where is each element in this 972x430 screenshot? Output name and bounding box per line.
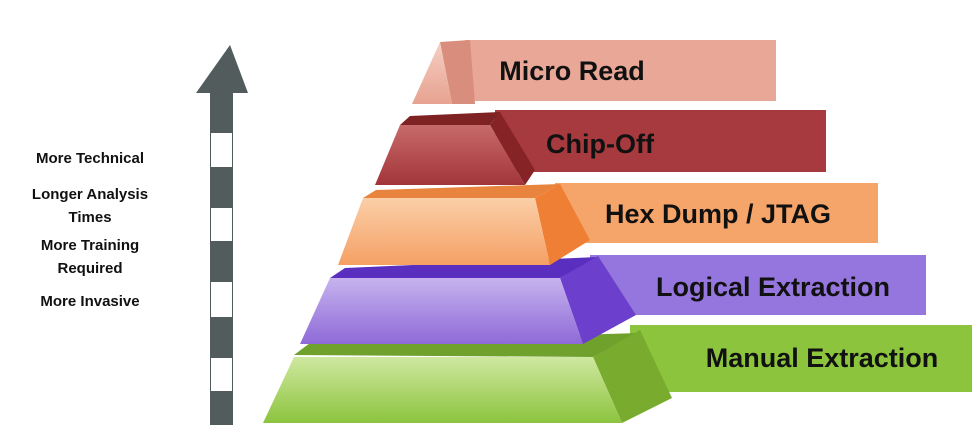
level-label: Hex Dump / JTAG [605,199,831,229]
level-manual-extraction: Manual Extraction [263,325,972,423]
level-chip-off: Chip-Off [375,110,826,185]
label-more-technical: More Technical [35,150,145,167]
label-longer-analysis-text: Longer Analysis Times [31,186,149,226]
level-label: Chip-Off [546,129,655,159]
label-more-training-text: More Training Required [40,237,140,277]
label-more-training: More Training Required [0,234,180,280]
upward-arrow-icon [196,45,248,425]
label-longer-analysis: Longer Analysis Times [0,183,180,229]
level-micro-read: Micro Read [412,40,776,104]
level-label: Micro Read [499,56,645,86]
level-hex-dump-jtag: Hex Dump / JTAG [338,183,878,265]
level-label: Manual Extraction [706,343,939,373]
label-more-invasive: More Invasive [40,293,140,310]
level-logical-extraction: Logical Extraction [300,255,926,344]
level-label: Logical Extraction [656,272,890,302]
